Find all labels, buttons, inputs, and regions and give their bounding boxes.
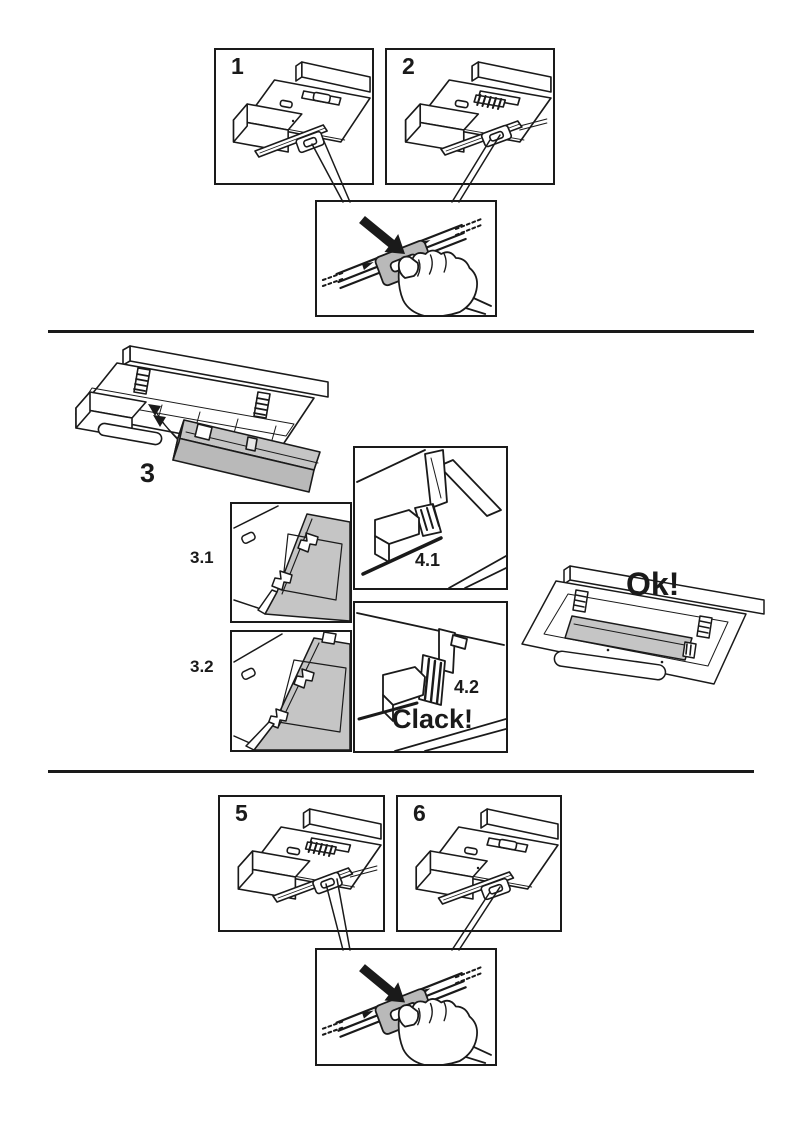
fascia-hooks-engaged-illustration <box>233 632 350 750</box>
press-clip-detail-panel-top <box>315 200 497 317</box>
step-3-1-panel <box>230 502 352 623</box>
ok-illustration <box>512 550 777 718</box>
step-6-panel: 6 <box>396 795 562 932</box>
step-2-number: 2 <box>402 53 415 79</box>
clack-label: Clack! <box>392 704 474 734</box>
step-5-number: 5 <box>235 800 248 826</box>
section-divider-1 <box>48 330 754 333</box>
ok-label: Ok! <box>626 566 680 602</box>
step-6-number: 6 <box>413 800 426 826</box>
press-clip-detail-panel-bottom <box>315 948 497 1066</box>
step-1-number: 1 <box>231 53 244 79</box>
step-4-2-number: 4.2 <box>454 677 480 697</box>
step-4-1-number: 4.1 <box>415 550 441 570</box>
step-3-2-panel <box>230 630 352 752</box>
step-2-panel: 2 <box>385 48 555 185</box>
hand-press-clip-illustration <box>321 963 493 1064</box>
step-1-panel: 1 <box>214 48 374 185</box>
step-3-number: 3 <box>140 458 156 488</box>
hand-press-clip-illustration <box>321 214 493 315</box>
fascia-hooks-illustration <box>233 505 350 621</box>
latch-clicked-in-illustration <box>356 612 506 751</box>
step-3-2-number: 3.2 <box>190 657 214 676</box>
step-3-illustration <box>62 336 352 501</box>
step-3-1-number: 3.1 <box>190 548 214 567</box>
step-5-panel: 5 <box>218 795 385 932</box>
section-divider-2 <box>48 770 754 773</box>
latch-above-slot-illustration <box>356 449 506 588</box>
step-4-1-panel <box>353 446 508 590</box>
step-4-2-panel <box>353 601 508 753</box>
